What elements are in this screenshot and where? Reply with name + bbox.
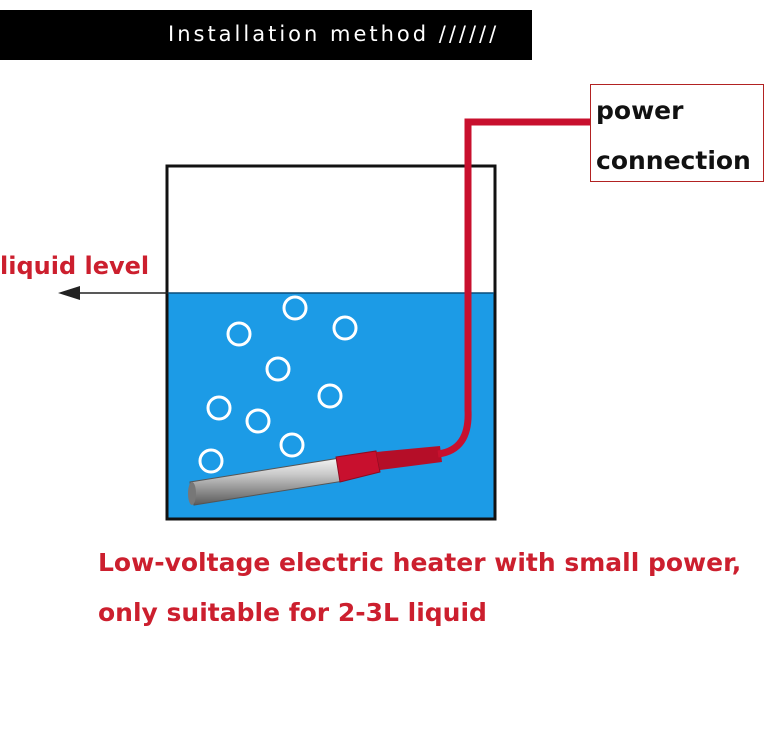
bubble-icon xyxy=(245,408,271,434)
banner-title: Installation method ////// xyxy=(168,22,500,46)
power-connection-box xyxy=(590,84,764,182)
bubble-icon xyxy=(198,448,224,474)
caption-line-2: only suitable for 2-3L liquid xyxy=(98,598,487,627)
bubbles xyxy=(198,295,358,474)
caption: Low-voltage electric heater with small p… xyxy=(98,538,774,638)
caption-line-1: Low-voltage electric heater with small p… xyxy=(98,548,742,577)
liquid-level-label: liquid level xyxy=(0,252,150,280)
heater-rod xyxy=(188,446,442,506)
bubble-icon xyxy=(317,383,343,409)
bubble-icon xyxy=(226,321,252,347)
bubble-icon xyxy=(265,356,291,382)
bubble-icon xyxy=(206,395,232,421)
bubble-icon xyxy=(282,295,308,321)
bubble-icon xyxy=(279,432,305,458)
power-cable xyxy=(437,118,590,458)
bubble-icon xyxy=(332,315,358,341)
header-banner: Installation method ////// xyxy=(0,10,532,60)
arrow-left-icon xyxy=(58,286,168,300)
power-connection-label: power connection xyxy=(596,96,751,175)
